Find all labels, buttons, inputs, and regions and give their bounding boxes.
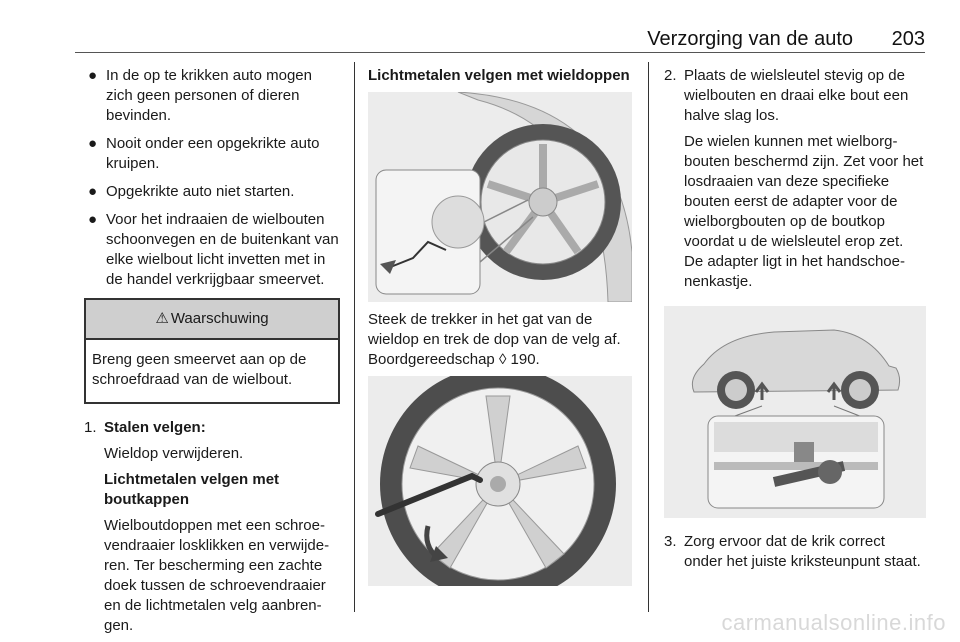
jack-point-image xyxy=(664,306,926,518)
bullet-text: In de op te krikken auto mogen zich geen… xyxy=(106,67,312,124)
step-3: 3. Zorg ervoor dat de krik correct onder… xyxy=(664,532,926,572)
warning-body: Breng geen smeervet aan op de schroefdra… xyxy=(92,351,307,388)
section-title: Verzorging van de auto xyxy=(647,28,853,50)
header-rule xyxy=(75,52,925,53)
illustration-caption: Steek de trekker in het gat van de wield… xyxy=(368,310,634,370)
hubcap-removal-image xyxy=(368,92,632,302)
list-item: ● In de op te krikken auto mogen zich ge… xyxy=(84,66,342,126)
watermark: carmanualsonline.info xyxy=(721,610,946,635)
step-number: 1. xyxy=(84,419,97,436)
step-text: Zorg ervoor dat de krik correct onder he… xyxy=(684,533,921,570)
column-divider xyxy=(354,62,355,612)
jack-point-illustration xyxy=(664,306,926,518)
warning-box: ⚠ Waarschuwing Breng geen smeervet aan o… xyxy=(84,298,340,404)
bullet-text: Voor het indraaien de wielbouten schoonv… xyxy=(106,211,339,288)
step-text: Wielboutdoppen met een schroe­vendraaier… xyxy=(104,517,330,634)
column-middle: Lichtmetalen velgen met wieldoppen Stee xyxy=(368,66,634,586)
step-1: 1. Stalen velgen: Wieldop verwijderen. L… xyxy=(84,418,342,636)
column-right: 2. Plaats de wielsleutel stevig op de wi… xyxy=(664,66,926,572)
bullet-icon: ● xyxy=(88,183,98,200)
bullet-text: Opgekrikte auto niet starten. xyxy=(106,183,295,200)
wheel-wrench-image xyxy=(368,376,632,586)
step-number: 2. xyxy=(664,67,677,84)
bullet-icon: ● xyxy=(88,135,98,152)
step-text: De wielen kunnen met wielborg­bouten bes… xyxy=(684,133,924,290)
caption-text: Steek de trekker in het gat van de wield… xyxy=(368,311,621,368)
bullet-text: Nooit onder een opgekrikte auto kruipen. xyxy=(106,135,320,172)
list-item: ● Voor het indraaien de wielbouten schoo… xyxy=(84,210,342,290)
step-text: Plaats de wielsleutel stevig op de wielb… xyxy=(684,67,909,124)
column-divider xyxy=(648,62,649,612)
warning-triangle-icon: ⚠ xyxy=(155,310,169,327)
page-number: 203 xyxy=(891,28,925,50)
step-text: Wieldop verwijderen. xyxy=(104,445,244,462)
warning-title: Waarschuwing xyxy=(170,310,269,327)
step-2: 2. Plaats de wielsleutel stevig op de wi… xyxy=(664,66,926,292)
bullet-icon: ● xyxy=(88,67,98,84)
bullet-icon: ● xyxy=(88,211,98,228)
step-number: 3. xyxy=(664,533,677,550)
warning-header: ⚠ Waarschuwing xyxy=(86,300,338,340)
section-heading: Lichtmetalen velgen met wieldoppen xyxy=(368,67,630,84)
hubcap-removal-illustration xyxy=(368,92,632,302)
wheel-wrench-illustration xyxy=(368,376,632,586)
list-item: ● Opgekrikte auto niet starten. xyxy=(84,182,342,202)
page-header: Verzorging van de auto 203 xyxy=(75,24,925,54)
reference-icon: ◊ xyxy=(498,351,507,368)
reference-page: 190. xyxy=(510,351,540,368)
step-heading: Stalen velgen: xyxy=(104,419,206,436)
list-item: ● Nooit onder een opgekrikte auto kruipe… xyxy=(84,134,342,174)
column-left: ● In de op te krikken auto mogen zich ge… xyxy=(84,66,342,636)
step-subheading: Lichtmetalen velgen met boutkappen xyxy=(104,471,280,508)
